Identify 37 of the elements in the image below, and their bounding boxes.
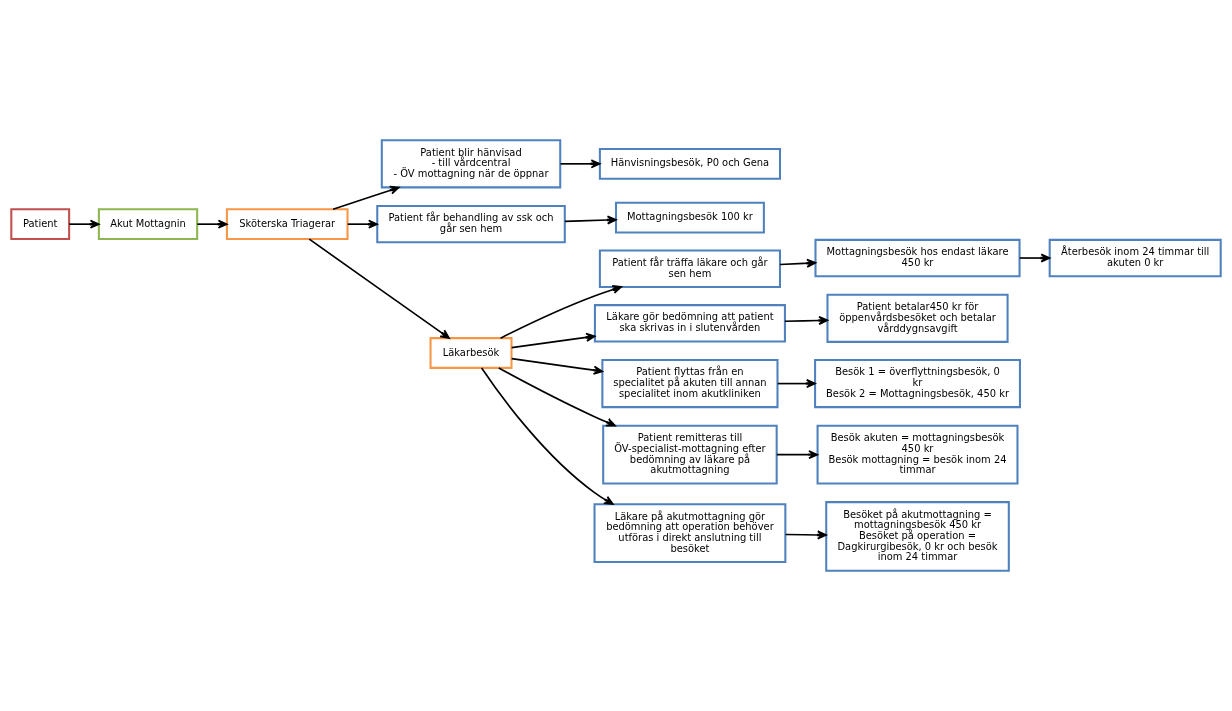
arrow bbox=[68, 219, 100, 229]
node-box: Patient betalar450 kr för öppenvårdsbesöket och betalar vårddygnsavgift bbox=[826, 293, 1009, 343]
node-box: Patient flyttas från en specialitet på akuten till annan specialitet inom akutkliniken bbox=[601, 359, 779, 409]
node-box: Patient blir hänvisad - till vårdcentral - ÖV mottagning när de öppnar bbox=[380, 139, 562, 189]
arrow bbox=[564, 215, 617, 225]
arrow bbox=[196, 219, 228, 229]
node-box: Mottagningsbesök hos endast läkare 450 kr bbox=[814, 238, 1021, 278]
arrow bbox=[497, 367, 616, 427]
arrow bbox=[510, 332, 596, 349]
arrow bbox=[499, 285, 623, 339]
node-box: Hänvisningsbesök, P0 och Gena bbox=[598, 147, 781, 180]
arrow bbox=[776, 450, 819, 460]
node-box: Besök 1 = överflyttningsbesök, 0 kr Besök 2 = Mottagningsbesök, 450 kr bbox=[814, 359, 1021, 409]
node-box: Sköterska Triagerar bbox=[225, 208, 349, 241]
arrow bbox=[308, 238, 450, 339]
node-box: Mottagningsbesök 100 kr bbox=[614, 201, 765, 234]
node-box: Akut Mottagnin bbox=[97, 208, 199, 241]
arrow bbox=[784, 530, 827, 540]
node-box: Patient får träffa läkare och går sen hem bbox=[598, 249, 781, 288]
arrow bbox=[346, 219, 378, 229]
arrow bbox=[480, 367, 614, 505]
arrow bbox=[779, 258, 817, 268]
arrow bbox=[784, 315, 829, 325]
arrow bbox=[510, 357, 604, 375]
node-box: Besök akuten = mottagningsbesök 450 kr Besök mottagning = besök inom 24 timmar bbox=[816, 424, 1019, 485]
node-box: Återbesök inom 24 timmar till akuten 0 kr bbox=[1048, 238, 1222, 278]
node-box: Patient bbox=[10, 208, 71, 241]
node-box: Besöket på akutmottagning = mottagningsbesök 450 kr Besöket på operation = Dagkirurgibesök, 0 kr och besök inom 24 timmar bbox=[825, 501, 1010, 572]
node-box: Patient får behandling av ssk och går sen hem bbox=[376, 204, 566, 244]
arrow bbox=[776, 379, 816, 389]
arrow bbox=[1018, 253, 1051, 263]
arrow bbox=[332, 185, 400, 211]
node-box: Läkare på akutmottagning gör bedömning att operation behöver utföras i direkt anslutning till besöket bbox=[593, 503, 787, 564]
node-box: Patient remitteras till ÖV-specialist-mottagning efter bedömning av läkare på akutmottagning bbox=[602, 424, 778, 485]
arrow bbox=[559, 159, 601, 169]
node-box: Läkarbesök bbox=[429, 337, 513, 369]
node-box: Läkare gör bedömning att patient ska skrivas in i slutenvården bbox=[593, 304, 786, 343]
